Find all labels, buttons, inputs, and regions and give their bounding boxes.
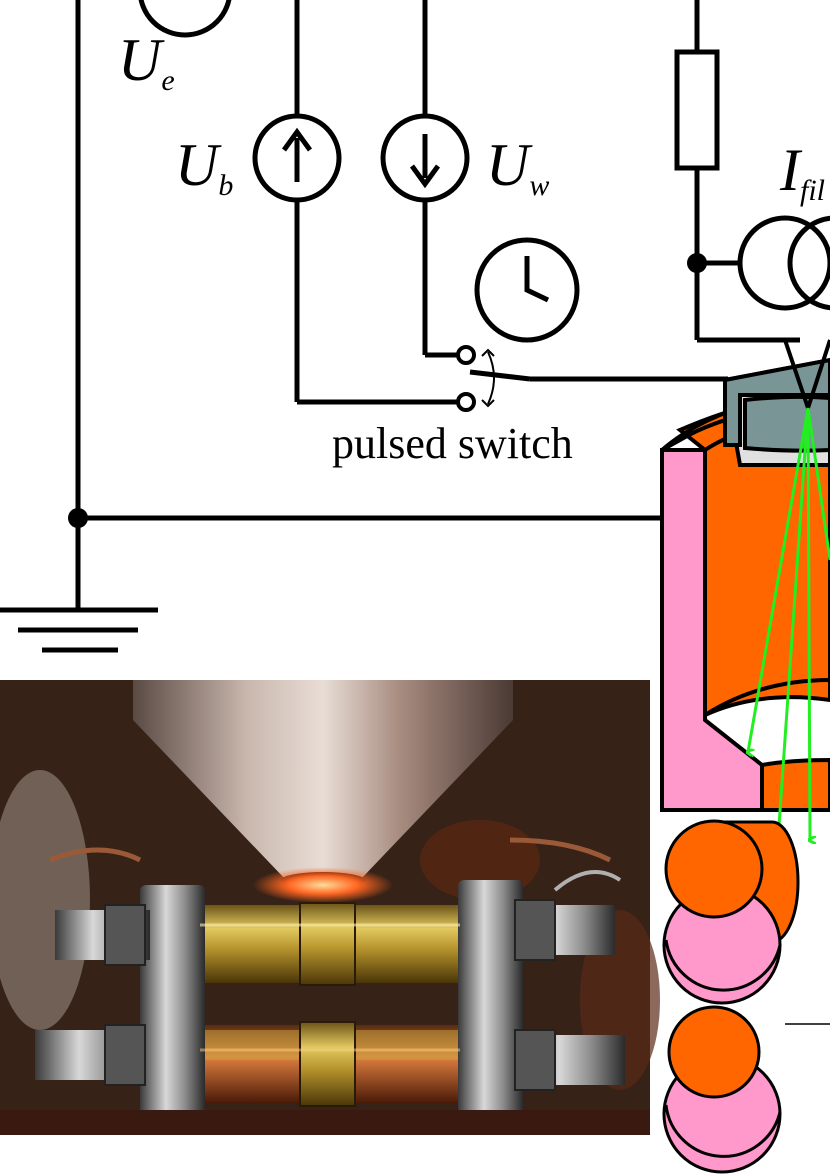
roller-bottom (662, 1005, 782, 1174)
junction-dot (687, 253, 707, 273)
label-ifil: Ifil (779, 137, 825, 207)
pulsed-switch (456, 345, 495, 412)
label-ue: Ue (118, 27, 175, 97)
voltage-source-down-icon (380, 113, 470, 203)
label-pulsed-switch: pulsed switch (332, 419, 573, 468)
clock-icon (474, 237, 580, 343)
apparatus-photograph (0, 680, 660, 1135)
electron-gun-cross-section (660, 339, 830, 812)
voltage-source-up-icon (252, 113, 342, 203)
label-ub: Ub (175, 132, 233, 202)
roller-top (662, 819, 800, 1005)
electron-beam (748, 407, 830, 840)
voltage-source-ue-icon (138, 0, 232, 38)
current-source-icon (737, 215, 830, 311)
junction-dot (68, 508, 88, 528)
label-uw: Uw (486, 132, 549, 202)
resistor-icon (674, 49, 720, 171)
ground-icon (0, 607, 158, 653)
